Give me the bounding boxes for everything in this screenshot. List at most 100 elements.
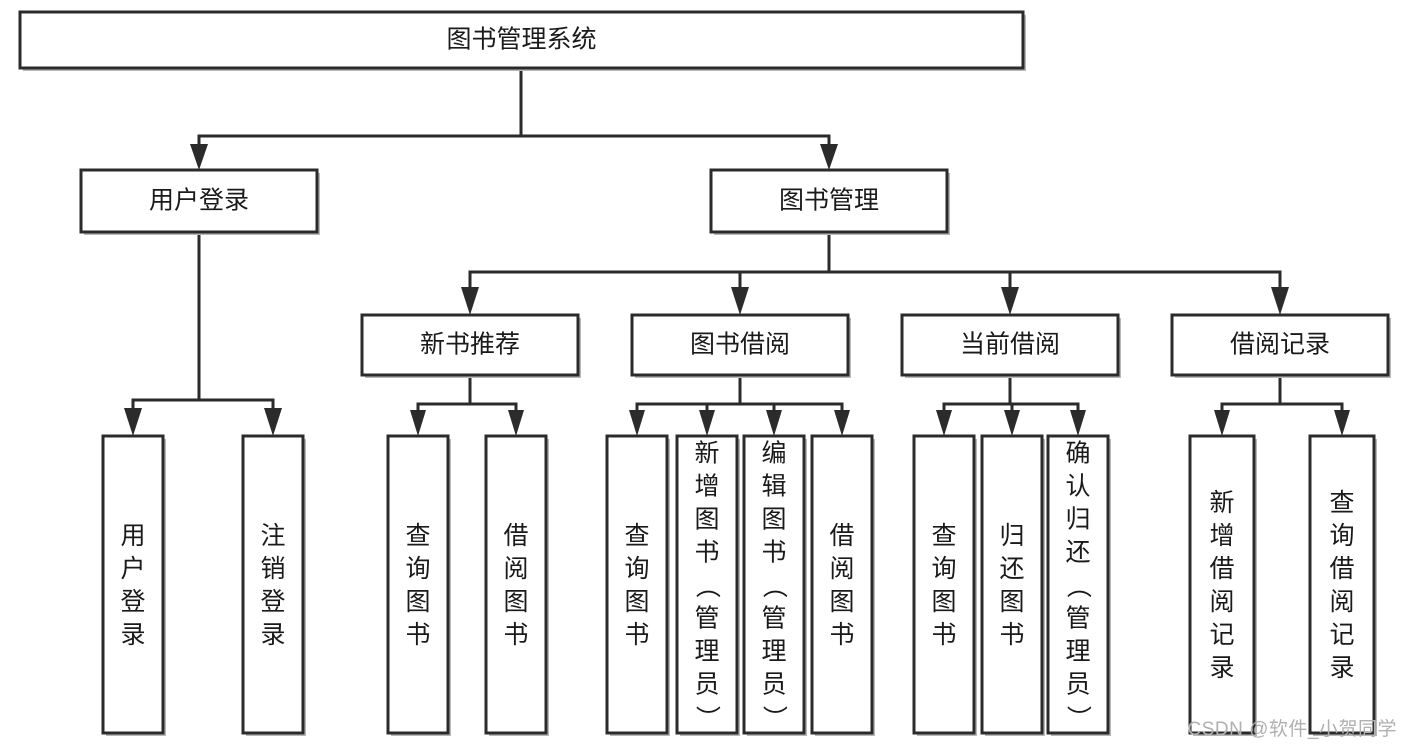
node-label-char: 登 [120,588,145,616]
node-label-char: 理 [1065,638,1090,666]
node-label-char: 图 [999,588,1024,616]
arrow-head-icon [190,144,208,170]
node-box[interactable] [742,434,806,735]
node-box[interactable] [1308,434,1376,735]
node-label-char: 还 [1065,539,1090,567]
edge-borrow-to-leaves [629,373,850,436]
level3-node[interactable]: 借阅记录 [1170,313,1391,378]
node-label-char: 图 [503,588,528,616]
watermark-text: CSDN @软件_小贺同学 [1187,719,1397,740]
node-label-char: 还 [999,555,1024,583]
node-box[interactable] [980,434,1044,735]
level3-node[interactable]: 新书推荐 [360,313,581,378]
node-label-char: 用 [120,522,145,550]
node-box[interactable] [1188,434,1256,735]
node-label-char: 借 [1329,555,1354,583]
node-label-char: 查 [931,522,956,550]
node-box[interactable] [101,434,165,735]
node-box[interactable] [630,313,850,377]
node-box[interactable] [18,10,1025,70]
edge-userlogin-to-leaves [124,230,282,436]
node-label-char: 阅 [1209,588,1234,616]
node-label-char: 图 [931,588,956,616]
edge-root-to-level2 [190,66,838,170]
node-box[interactable] [484,434,548,735]
node-label-char: 确 [1065,440,1090,468]
node-label-char: 归 [1065,506,1090,534]
level3-node[interactable]: 图书借阅 [630,313,851,378]
level2-node[interactable]: 图书管理 [709,168,950,235]
arrow-head-icon [936,410,952,436]
arrow-head-icon [834,410,850,436]
edge-current-to-leaves [936,373,1086,436]
level2-node[interactable]: 用户登录 [79,168,320,235]
node-label-char: 管 [761,605,786,633]
node-box[interactable] [912,434,976,735]
node-label-char: 管 [1065,605,1090,633]
node-label-char: 书 [694,539,719,567]
arrow-head-icon [820,144,838,170]
leaf-node[interactable]: 用户登录 [101,434,166,736]
node-label-char: 录 [1209,654,1234,682]
node-box[interactable] [1170,313,1390,377]
node-label-char: 书 [931,621,956,649]
node-label-char: （ [693,573,721,598]
edges-layer [124,66,1350,436]
node-label-char: ） [1064,705,1092,730]
node-box[interactable] [709,168,949,234]
node-box[interactable] [241,434,305,735]
node-label-char: 管 [694,605,719,633]
node-box[interactable] [1046,434,1110,735]
node-label: 图书借阅 [690,331,790,359]
node-label-char: 书 [761,539,786,567]
node-label-char: 员 [694,671,719,699]
node-label-char: 登 [260,588,285,616]
node-label-char: 认 [1065,473,1090,501]
node-label-char: 借 [829,522,854,550]
arrow-head-icon [731,287,749,315]
level3-node[interactable]: 当前借阅 [900,313,1121,378]
node-label-char: 书 [405,621,430,649]
node-box[interactable] [605,434,669,735]
arrow-head-icon [1271,287,1289,315]
edge-bookmgmt-to-level3 [461,230,1289,315]
arrow-head-icon [461,287,479,315]
arrow-head-icon [410,410,426,436]
arrow-head-icon [1004,410,1020,436]
node-box[interactable] [79,168,319,234]
node-box[interactable] [675,434,739,735]
arrow-head-icon [699,410,715,436]
arrow-head-icon [766,410,782,436]
node-label-char: 书 [624,621,649,649]
node-box[interactable] [386,434,450,735]
node-label-char: 阅 [1329,588,1354,616]
node-box[interactable] [810,434,874,735]
node-label-char: 新 [1209,489,1234,517]
node-label-char: 书 [999,621,1024,649]
node-box[interactable] [360,313,580,377]
node-label-char: 阅 [503,555,528,583]
node-label-char: 理 [694,638,719,666]
node-label-char: 图 [694,506,719,534]
node-box[interactable] [900,313,1120,377]
node-label: 用户登录 [149,187,249,215]
root-node[interactable]: 图书管理系统 [18,10,1026,71]
nodes-layer: 图书管理系统用户登录图书管理新书推荐图书借阅当前借阅借阅记录用户登录注销登录查询… [18,10,1391,736]
node-label-char: 新 [694,440,719,468]
node-label-char: 查 [624,522,649,550]
node-label-char: 记 [1329,621,1354,649]
arrow-head-icon [629,410,645,436]
